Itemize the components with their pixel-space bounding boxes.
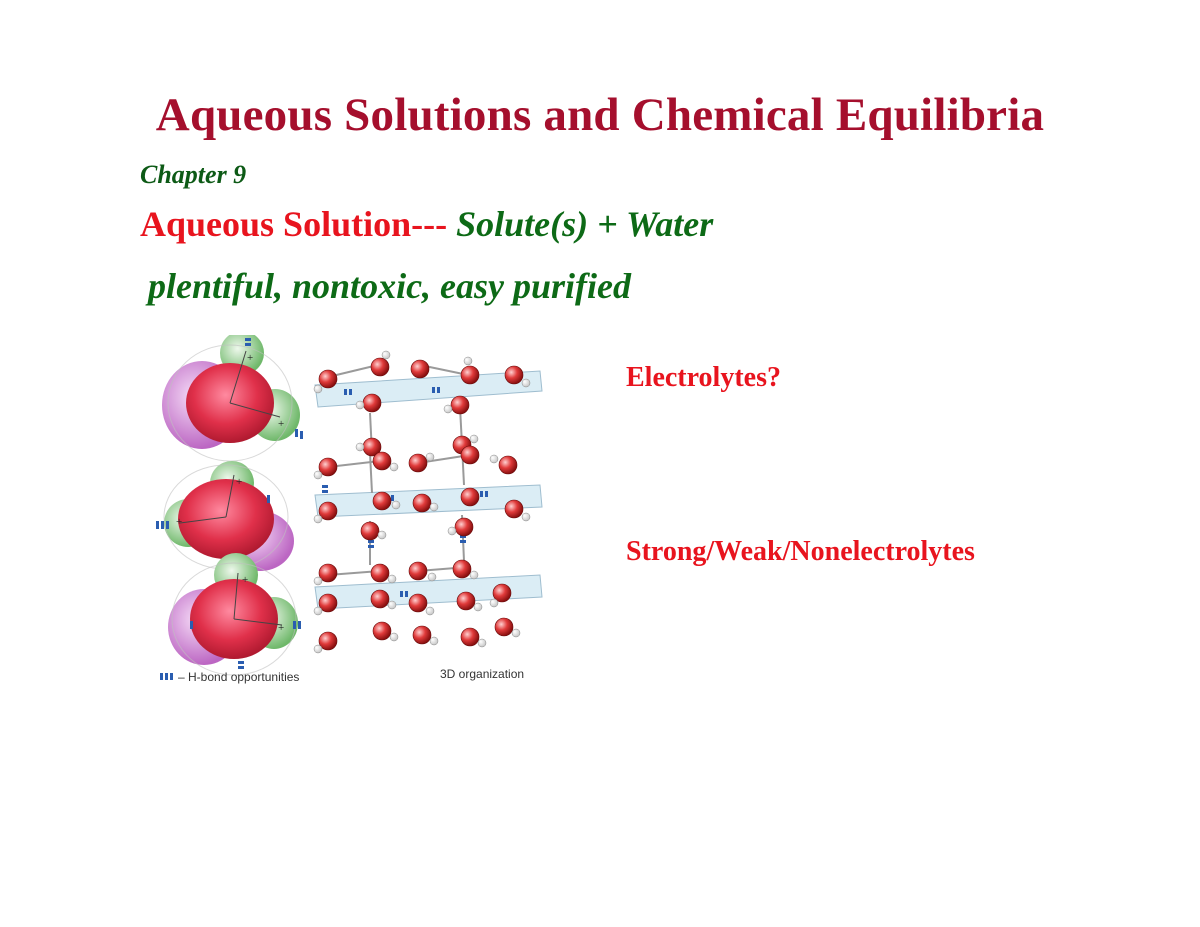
water-structure-figure: + + + + + + (150, 331, 544, 691)
svg-text:+: + (176, 516, 182, 528)
organization-label: 3D organization (440, 667, 524, 681)
water-structure-svg: + + + + + + (156, 331, 543, 684)
definition-line: Aqueous Solution--- Solute(s) + Water (140, 203, 713, 245)
svg-text:+: + (278, 622, 284, 634)
hbond-legend-icon (160, 673, 173, 680)
electrolyte-types: Strong/Weak/Nonelectrolytes (626, 536, 975, 567)
slide-title: Aqueous Solutions and Chemical Equilibri… (155, 89, 1045, 141)
definition-formula: Solute(s) + Water (447, 204, 714, 244)
electrolytes-question: Electrolytes? (626, 362, 781, 393)
water-molecule-model-3: + + (168, 553, 301, 676)
water-molecule-model-1: + + (162, 331, 303, 462)
svg-text:+: + (278, 418, 284, 430)
svg-text:+: + (247, 352, 253, 364)
svg-text:+: + (236, 476, 242, 488)
chapter-label: Chapter 9 (140, 160, 247, 189)
definition-term: Aqueous Solution--- (140, 204, 448, 244)
ice-lattice (313, 350, 543, 654)
svg-text:+: + (242, 574, 248, 586)
water-molecule-model-2: + + (156, 461, 294, 571)
water-properties: plentiful, nontoxic, easy purified (148, 266, 632, 306)
hbond-legend-label: – H-bond opportunities (178, 670, 299, 684)
